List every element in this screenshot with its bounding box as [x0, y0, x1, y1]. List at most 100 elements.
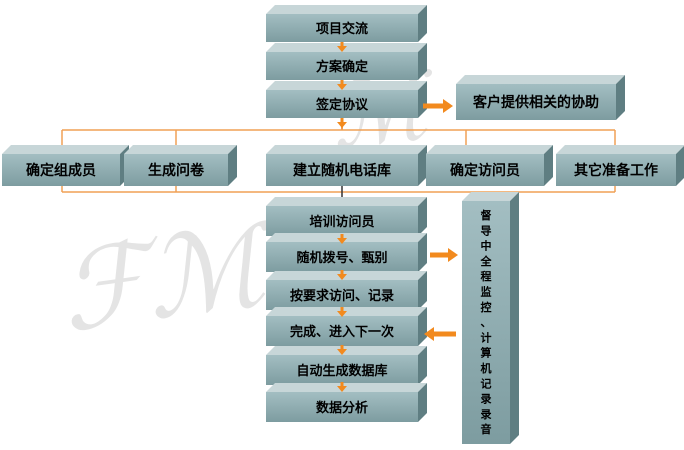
box-label: 生成问卷 — [148, 162, 205, 179]
box-label: 确定组成员 — [26, 162, 96, 179]
box-front-face — [266, 52, 418, 80]
vertical-char: 导 — [481, 224, 492, 237]
flow-step-box: 培训访问员 — [266, 197, 427, 236]
box-label: 项目交流 — [316, 21, 368, 37]
box-side-face — [418, 43, 427, 80]
box-front-face — [266, 355, 418, 385]
box-top-face — [266, 271, 427, 280]
box-top-face — [266, 233, 427, 242]
down-arrow-icon — [337, 382, 347, 392]
box-side-face — [228, 145, 237, 186]
box-top-face — [556, 145, 684, 154]
box-side-face — [418, 307, 427, 346]
box-front-face — [2, 154, 120, 186]
box-side-face — [418, 383, 427, 422]
flow-step-box: 随机拨号、甄别 — [266, 233, 427, 272]
customer-assist-box: 客户提供相关的协助 — [456, 75, 625, 120]
branch-box: 建立随机电话库 — [266, 145, 427, 186]
flow-step-box: 项目交流 — [266, 5, 427, 42]
right-arrow-icon — [430, 248, 458, 262]
down-arrow-icon — [337, 42, 347, 52]
vertical-char: 录 — [481, 393, 492, 406]
down-arrow-icon — [337, 345, 347, 355]
branch-box: 确定组成员 — [2, 145, 129, 186]
vertical-char: 程 — [481, 269, 492, 283]
box-front-face — [124, 154, 228, 186]
box-top-face — [426, 145, 553, 154]
vertical-char: 、 — [481, 316, 492, 329]
box-front-face — [456, 84, 616, 120]
box-top-face — [124, 145, 237, 154]
flow-step-box: 按要求访问、记录 — [266, 271, 427, 310]
box-front-face — [266, 316, 418, 346]
box-front-face — [266, 392, 418, 422]
flow-step-box: 签定协议 — [266, 81, 427, 118]
vertical-char: 算 — [480, 346, 492, 360]
box-top-face — [266, 197, 427, 206]
box-top-face — [2, 145, 129, 154]
box-label: 培训访问员 — [309, 214, 374, 230]
vertical-char: 监 — [481, 285, 492, 299]
branch-box: 其它准备工作 — [556, 145, 684, 186]
vertical-char: 机 — [481, 361, 492, 375]
box-side-face — [418, 145, 427, 186]
down-arrow-icon — [337, 80, 347, 90]
down-arrow-icon — [337, 118, 347, 128]
box-side-face — [544, 145, 553, 186]
box-top-face — [266, 145, 427, 154]
box-side-face — [418, 81, 427, 118]
down-arrow-icon — [337, 270, 347, 280]
box-top-face — [266, 383, 427, 392]
box-top-face — [266, 81, 427, 90]
vertical-char: 录 — [481, 408, 492, 421]
box-side-face — [418, 271, 427, 310]
flow-step-box: 方案确定 — [266, 43, 427, 80]
box-top-face — [266, 346, 427, 355]
down-arrow-icon — [337, 234, 347, 244]
box-label: 方案确定 — [316, 59, 368, 75]
box-label: 客户提供相关的协助 — [472, 94, 599, 111]
vertical-char: 计 — [481, 330, 492, 344]
box-front-face — [266, 242, 418, 272]
box-side-face — [616, 75, 625, 120]
box-label: 完成、进入下一次 — [290, 324, 394, 340]
box-top-face — [266, 5, 427, 14]
box-label: 按要求访问、记录 — [290, 288, 394, 304]
box-label: 其它准备工作 — [574, 162, 658, 179]
box-front-face — [266, 90, 418, 118]
vertical-char: 音 — [481, 422, 492, 436]
flow-step-box: 完成、进入下一次 — [266, 307, 427, 346]
box-front-face — [556, 154, 676, 186]
box-label: 确定访问员 — [450, 162, 520, 179]
box-front-face — [426, 154, 544, 186]
vertical-char: 控 — [481, 300, 492, 314]
vertical-char: 全 — [480, 254, 493, 268]
right-arrow-icon — [423, 99, 453, 113]
box-side-face — [418, 233, 427, 272]
branch-box: 生成问卷 — [124, 145, 237, 186]
box-front-face — [462, 201, 510, 444]
box-label: 建立随机电话库 — [293, 162, 391, 179]
box-label: 自动生成数据库 — [296, 363, 387, 379]
box-side-face — [418, 197, 427, 236]
left-arrow-icon — [424, 327, 456, 341]
box-front-face — [266, 14, 418, 42]
vertical-char: 督 — [481, 208, 492, 222]
vertical-char: 记 — [481, 377, 492, 390]
box-top-face — [456, 75, 625, 84]
vertical-char: 中 — [481, 239, 492, 253]
down-arrow-icon — [337, 307, 347, 317]
box-front-face — [266, 280, 418, 310]
box-side-face — [418, 5, 427, 42]
box-side-face — [418, 346, 427, 385]
box-side-face — [676, 146, 684, 186]
box-label: 签定协议 — [315, 97, 369, 113]
box-label: 随机拨号、甄别 — [296, 250, 387, 266]
flow-step-box: 自动生成数据库 — [266, 346, 427, 385]
box-side-face — [510, 192, 519, 444]
box-top-face — [266, 43, 427, 52]
box-label: 数据分析 — [316, 400, 368, 416]
